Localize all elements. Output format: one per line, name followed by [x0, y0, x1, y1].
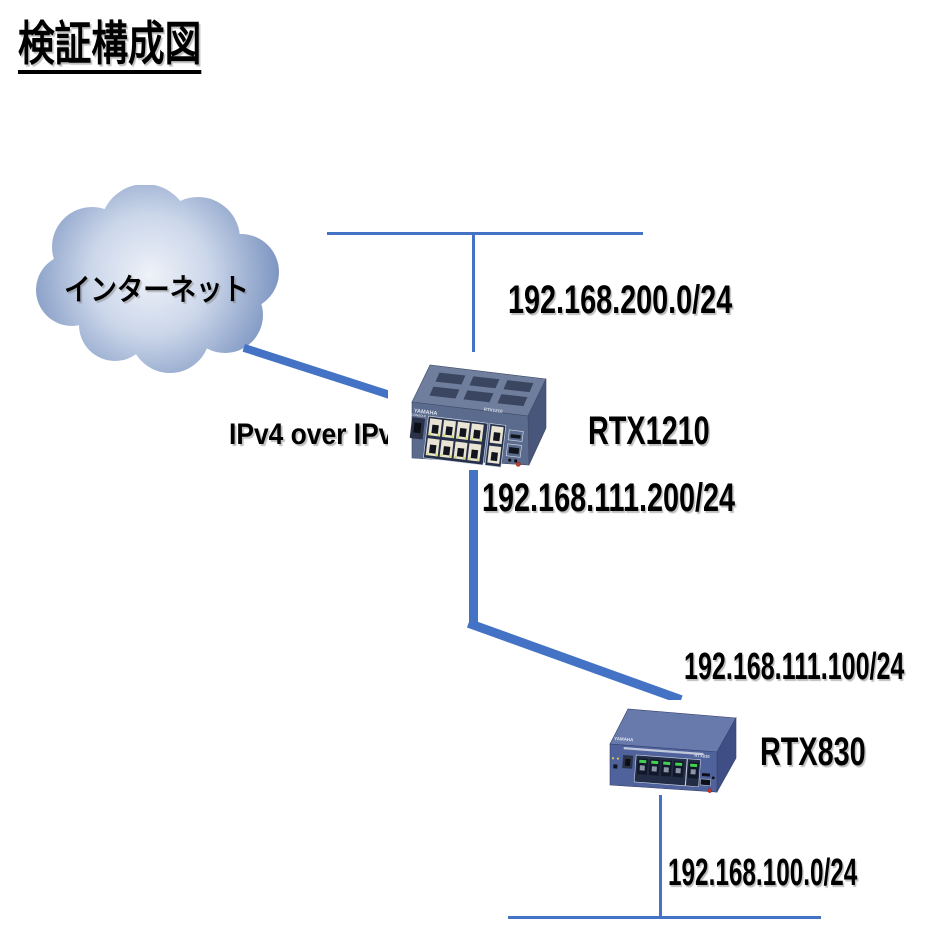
- tunnel-label: IPv4 over IPv6: [229, 418, 409, 451]
- rtx830-lan-ports: [636, 758, 684, 778]
- rtx1210-lan-ports: [425, 418, 484, 462]
- rtx830-status-led: [611, 757, 615, 760]
- rtx830-status-led2: [616, 757, 620, 760]
- rtx1210-console-jack: [413, 422, 422, 434]
- segment-line-bottom: [508, 916, 821, 919]
- network-label-top: 192.168.200.0/24: [508, 278, 733, 322]
- rtx830-ip-label: 192.168.111.100/24: [684, 646, 905, 688]
- rtx1210-usb-sd-slots: [505, 429, 524, 463]
- rtx1210-power-button: [515, 461, 521, 467]
- rtx830-illustration: YAMAHA RTX830: [609, 708, 737, 794]
- rtx830-init-button: [613, 764, 618, 769]
- trunk-line-diagonal: [466, 619, 683, 705]
- rtx830-console-jack: [624, 758, 631, 767]
- rtx830-badge-text: RTX830: [694, 753, 710, 759]
- trunk-line-vertical: [469, 470, 478, 623]
- rtx1210-console-label: CONSOLE: [411, 413, 426, 419]
- router-rtx830-image: YAMAHA RTX830: [598, 700, 746, 797]
- rtx1210-vents: [429, 372, 534, 407]
- rtx1210-illustration: YAMAHA RTX1210 CONSOLE: [409, 364, 547, 468]
- page-title: 検証構成図: [18, 20, 202, 74]
- cloud-shape-image: [36, 185, 279, 373]
- segment-line-top: [327, 232, 643, 235]
- rtx830-brand-text: YAMAHA: [614, 736, 634, 742]
- network-label-bottom: 192.168.100.0/24: [668, 852, 858, 894]
- cloud-label: インターネット: [64, 274, 249, 307]
- rtx830-name-label: RTX830: [760, 730, 866, 774]
- rtx830-label-strip: [623, 747, 704, 756]
- rtx830-power-button: [707, 788, 713, 793]
- internet-cloud: インターネット: [30, 185, 283, 378]
- cloud-puffs: [36, 185, 279, 373]
- rtx1210-brand-text: YAMAHA: [414, 408, 438, 417]
- rtx1210-ip-label: 192.168.111.200/24: [482, 476, 736, 520]
- rtx830-usb-sd-slots: [699, 772, 715, 786]
- rtx1210-name-label: RTX1210: [588, 409, 710, 453]
- router-rtx1210-image: YAMAHA RTX1210 CONSOLE: [388, 352, 558, 473]
- rtx1210-badge-text: RTX1210: [483, 407, 503, 414]
- segment-drop-from-rtx830: [659, 795, 662, 918]
- segment-drop-to-rtx1210: [472, 234, 475, 352]
